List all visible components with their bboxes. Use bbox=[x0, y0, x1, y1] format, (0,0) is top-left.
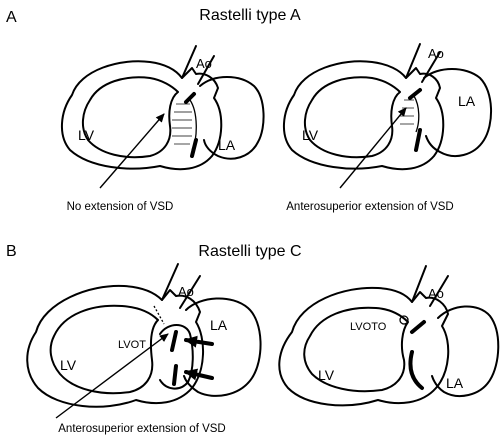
heart-a-right: LV Ao LA Anterosuperior extension of VSD bbox=[283, 43, 493, 213]
aorta-wall-1 bbox=[181, 45, 197, 79]
la-label: LA bbox=[218, 137, 236, 153]
lv-outer-wall bbox=[283, 60, 445, 171]
la-chamber bbox=[423, 68, 493, 157]
compression-arrow-upper bbox=[184, 335, 214, 348]
aorta-wall-1 bbox=[161, 263, 179, 301]
lvot-channel bbox=[159, 324, 194, 390]
vsd-pointer-arrow bbox=[339, 107, 407, 189]
aorta-wall-2 bbox=[197, 55, 215, 85]
lv-outer-wall bbox=[26, 284, 205, 408]
obstruction-ring bbox=[399, 315, 409, 325]
lv-outer-wall bbox=[61, 60, 223, 171]
lv-label: LV bbox=[78, 127, 95, 143]
vsd-pointer-arrow bbox=[55, 333, 169, 419]
lvoto-label: LVOTO bbox=[350, 321, 387, 333]
heart-b-left: LV Ao LA LVOT Anterosuperior extension o… bbox=[26, 263, 262, 435]
valve-leaflet-top bbox=[410, 320, 426, 334]
heart-a-left: LV Ao LA No extension of VSD bbox=[61, 45, 265, 213]
ao-label: Ao bbox=[196, 56, 212, 71]
la-label: LA bbox=[458, 93, 476, 109]
ao-label: Ao bbox=[428, 46, 444, 61]
ao-label: Ao bbox=[178, 284, 194, 299]
valve-leaflet-top bbox=[408, 88, 422, 100]
valve-leaflet-bottom bbox=[190, 138, 198, 158]
dashed-outflow-line bbox=[153, 305, 165, 325]
panel-b-letter: B bbox=[6, 243, 17, 260]
valve-leaflet-top bbox=[170, 330, 178, 352]
la-label: LA bbox=[210, 317, 228, 333]
aorta-wall-1 bbox=[405, 43, 421, 79]
lv-inner-wall bbox=[304, 76, 401, 159]
aorta-wall-2 bbox=[179, 275, 201, 309]
la-label: LA bbox=[446, 375, 464, 391]
vsd-patch-edge bbox=[189, 99, 197, 151]
caption-anterosuperior-extension: Anterosuperior extension of VSD bbox=[286, 201, 453, 213]
lv-label: LV bbox=[60, 357, 77, 373]
compression-arrow-lower bbox=[184, 368, 214, 381]
lv-inner-wall bbox=[303, 306, 409, 393]
valve-leaflet-bottom bbox=[414, 128, 422, 152]
panel-b-title: Rastelli type C bbox=[198, 243, 301, 260]
valve-leaflet-bottom bbox=[172, 364, 178, 386]
vsd-pointer-arrow bbox=[99, 113, 165, 189]
la-chamber bbox=[199, 76, 265, 160]
caption-anterosuperior-extension-b: Anterosuperior extension of VSD bbox=[58, 423, 225, 435]
lv-outer-wall bbox=[278, 286, 450, 407]
valve-leaflet-top bbox=[184, 92, 196, 104]
panel-a-letter: A bbox=[6, 9, 17, 26]
ao-label: Ao bbox=[428, 286, 444, 301]
lv-label: LV bbox=[302, 127, 319, 143]
aorta-wall-2 bbox=[421, 51, 441, 83]
la-chamber bbox=[183, 297, 262, 397]
aorta-wall-1 bbox=[411, 265, 427, 303]
vsd-hatching bbox=[172, 103, 192, 145]
heart-b-right: LV Ao LA LVOTO bbox=[278, 265, 500, 407]
vsd-patch-edge bbox=[413, 95, 420, 133]
valve-leaflet-bottom bbox=[408, 350, 424, 390]
lvot-label: LVOT bbox=[118, 339, 146, 351]
lv-inner-wall bbox=[82, 76, 179, 159]
lv-label: LV bbox=[318, 367, 335, 383]
caption-no-extension: No extension of VSD bbox=[67, 201, 174, 213]
panel-a-title: Rastelli type A bbox=[199, 7, 301, 24]
la-chamber bbox=[431, 305, 500, 397]
aorta-wall-2 bbox=[429, 275, 449, 307]
lv-inner-wall bbox=[49, 304, 159, 395]
